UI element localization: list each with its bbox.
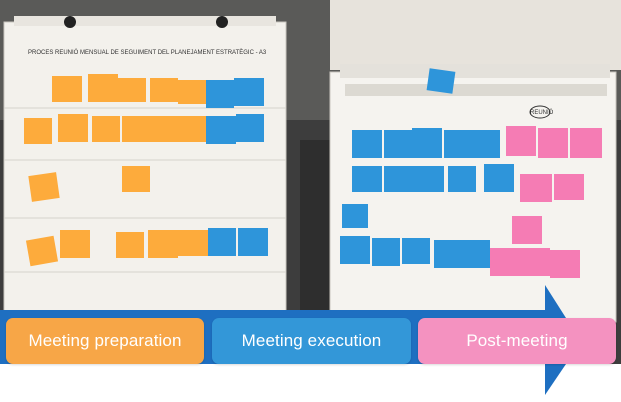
left-board-title: PROCES REUNIÓ MENSUAL DE SEGUIMENT DEL P… [28, 49, 267, 56]
phase-meeting-execution: Meeting execution [212, 318, 411, 364]
left-row-2 [24, 114, 264, 144]
right-row-2 [352, 164, 584, 202]
left-row-4 [25, 228, 268, 267]
right-row-1 [352, 126, 602, 158]
phase-post-meeting: Post-meeting [418, 318, 616, 364]
left-row-3 [28, 166, 150, 202]
right-row-4 [340, 236, 580, 278]
phase-meeting-preparation: Meeting preparation [6, 318, 204, 364]
left-row-1 [52, 74, 264, 108]
right-row-3 [342, 204, 542, 244]
right-board-title: REUNIÓ [530, 109, 554, 116]
